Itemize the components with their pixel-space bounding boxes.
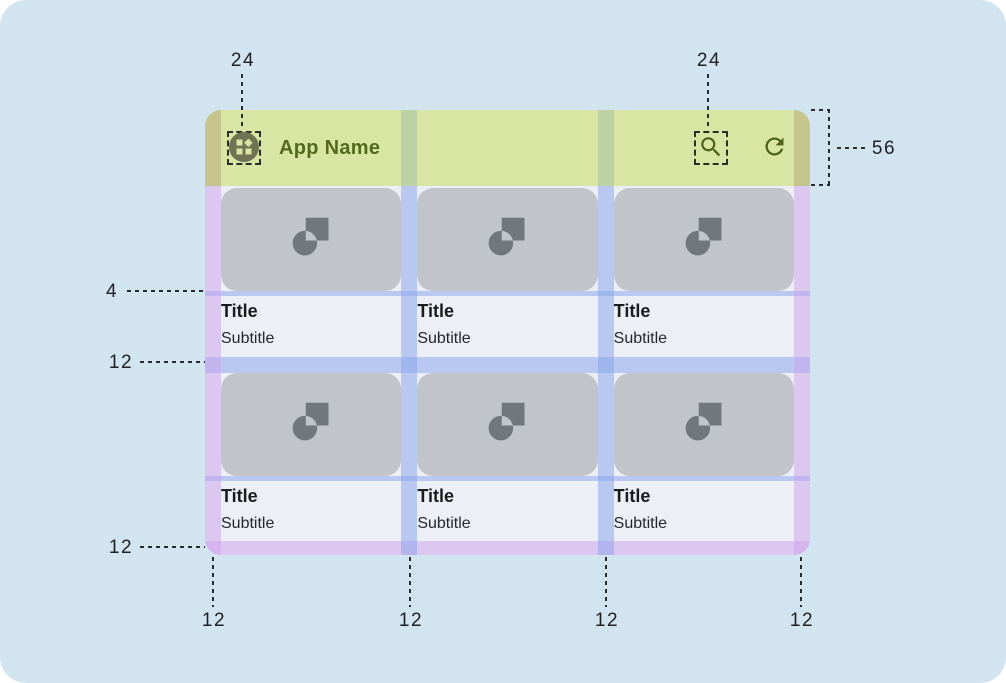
card-text: Title Subtitle bbox=[221, 481, 401, 536]
annotation-column-marker: 12 bbox=[201, 610, 227, 631]
card-subtitle: Subtitle bbox=[221, 330, 275, 347]
measure-line bbox=[837, 147, 868, 149]
card[interactable]: Title Subtitle bbox=[221, 188, 402, 357]
measure-line bbox=[828, 109, 830, 186]
card-subtitle: Subtitle bbox=[221, 515, 275, 532]
card[interactable]: Title Subtitle bbox=[417, 188, 598, 357]
annotation-leading-icon-size: 24 bbox=[230, 50, 256, 71]
annotation-column-marker: 12 bbox=[789, 610, 815, 631]
search-icon bbox=[698, 134, 724, 163]
annotation-bottom-margin: 12 bbox=[108, 537, 134, 558]
annotation-image-text-gap: 4 bbox=[105, 281, 119, 302]
card-subtitle: Subtitle bbox=[417, 330, 471, 347]
card[interactable]: Title Subtitle bbox=[613, 373, 794, 541]
annotation-row-gutter: 12 bbox=[108, 352, 134, 373]
card-title: Title bbox=[613, 486, 651, 506]
card[interactable]: Title Subtitle bbox=[613, 188, 794, 357]
measure-line bbox=[212, 557, 214, 607]
measure-line bbox=[707, 74, 709, 130]
measure-line bbox=[241, 74, 243, 130]
card-grid: Title Subtitle Title Subtitle bbox=[205, 186, 810, 555]
measure-line bbox=[409, 557, 411, 607]
card-text: Title Subtitle bbox=[221, 296, 401, 351]
card-text: Title Subtitle bbox=[417, 296, 597, 351]
image-placeholder-icon bbox=[291, 216, 331, 263]
card-text: Title Subtitle bbox=[417, 481, 597, 536]
annotation-column-marker: 12 bbox=[594, 610, 620, 631]
image-placeholder-icon bbox=[291, 401, 331, 448]
annotation-column-marker: 12 bbox=[398, 610, 424, 631]
measure-line bbox=[605, 557, 607, 607]
card-text: Title Subtitle bbox=[614, 481, 794, 536]
card-title: Title bbox=[417, 486, 455, 506]
card-text: Title Subtitle bbox=[614, 296, 794, 351]
leading-icon-button[interactable] bbox=[229, 131, 259, 165]
leading-icon-measure-box bbox=[227, 131, 261, 165]
measure-line bbox=[800, 557, 802, 607]
image-placeholder-icon bbox=[684, 216, 724, 263]
card-image bbox=[221, 373, 402, 476]
annotation-appbar-height: 56 bbox=[871, 138, 897, 159]
refresh-icon bbox=[761, 133, 788, 163]
app-title: App Name bbox=[279, 137, 381, 159]
top-app-bar: App Name bbox=[205, 110, 810, 186]
app-mockup: App Name bbox=[205, 110, 810, 555]
image-placeholder-icon bbox=[487, 401, 527, 448]
measure-line bbox=[140, 546, 205, 548]
card-image bbox=[417, 373, 598, 476]
card[interactable]: Title Subtitle bbox=[221, 373, 402, 541]
measure-line bbox=[811, 184, 830, 186]
card-title: Title bbox=[221, 301, 258, 321]
widgets-icon bbox=[229, 131, 259, 165]
annotation-search-icon-size: 24 bbox=[696, 50, 722, 71]
card-subtitle: Subtitle bbox=[417, 515, 471, 532]
card-image bbox=[417, 188, 598, 291]
card-image bbox=[613, 188, 794, 291]
card-title: Title bbox=[221, 486, 258, 506]
card-image bbox=[221, 188, 402, 291]
measure-line bbox=[140, 361, 205, 363]
image-placeholder-icon bbox=[684, 401, 724, 448]
measure-line bbox=[127, 290, 205, 292]
card[interactable]: Title Subtitle bbox=[417, 373, 598, 541]
card-subtitle: Subtitle bbox=[613, 330, 668, 347]
card-image bbox=[613, 373, 794, 476]
image-placeholder-icon bbox=[487, 216, 527, 263]
refresh-button[interactable] bbox=[760, 134, 788, 162]
card-title: Title bbox=[613, 301, 651, 321]
search-button[interactable] bbox=[698, 135, 724, 161]
search-icon-measure-box bbox=[694, 131, 728, 165]
measure-line bbox=[811, 109, 830, 111]
card-title: Title bbox=[417, 301, 455, 321]
card-subtitle: Subtitle bbox=[613, 515, 668, 532]
